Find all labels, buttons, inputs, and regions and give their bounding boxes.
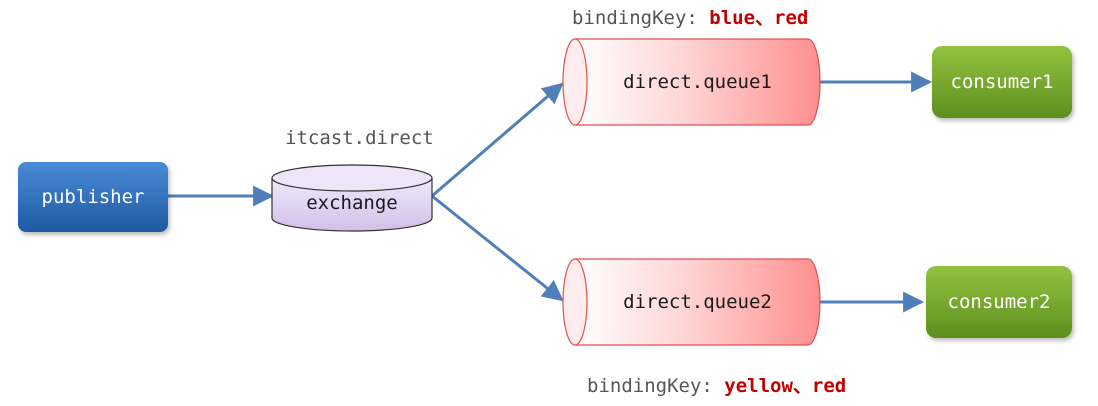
binding-key-prefix: bindingKey: xyxy=(587,375,725,397)
binding-key-values: blue、red xyxy=(709,7,809,29)
binding-key-prefix: bindingKey: xyxy=(572,7,710,29)
binding-key-queue2: bindingKey: yellow、red xyxy=(587,377,846,396)
exchange-name-label: itcast.direct xyxy=(285,127,434,149)
queue2-node xyxy=(562,258,821,346)
publisher-node xyxy=(18,162,168,232)
arrow-exchange-to-queue2 xyxy=(431,194,564,302)
consumer2-node xyxy=(926,266,1072,338)
queue1-node xyxy=(562,38,821,126)
binding-key-values: yellow、red xyxy=(724,375,847,397)
arrow-exchange-to-queue1 xyxy=(431,82,564,198)
exchange-node xyxy=(271,164,433,232)
binding-key-queue1: bindingKey: blue、red xyxy=(572,9,808,28)
consumer1-node xyxy=(932,46,1072,118)
